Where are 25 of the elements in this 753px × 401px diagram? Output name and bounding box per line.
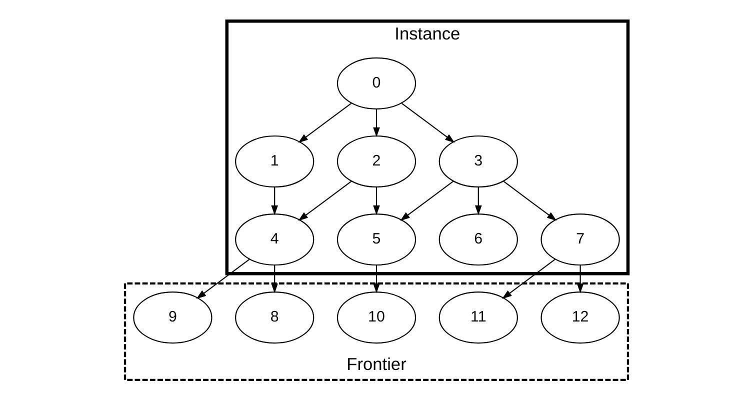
arrow xyxy=(373,265,380,294)
arrow xyxy=(474,186,482,216)
node-ellipse: 9 xyxy=(133,292,212,344)
arrow xyxy=(298,180,352,221)
arrow xyxy=(502,258,556,299)
arrow xyxy=(373,186,380,216)
arrow xyxy=(271,265,278,294)
arrow xyxy=(196,258,250,299)
node-ellipse: 12 xyxy=(540,292,620,344)
arrow xyxy=(271,186,278,216)
arrow xyxy=(373,108,380,138)
node-ellipse: 4 xyxy=(235,214,314,266)
arrow xyxy=(576,265,584,294)
node-ellipse: 2 xyxy=(336,135,416,188)
arrow xyxy=(401,102,455,143)
node-ellipse: 5 xyxy=(336,214,416,266)
node-ellipse: 0 xyxy=(336,57,416,110)
node-ellipse: 8 xyxy=(235,292,314,344)
node-ellipse: 10 xyxy=(336,292,416,344)
arrow xyxy=(503,180,557,221)
arrow xyxy=(298,102,352,143)
node-ellipse: 11 xyxy=(438,292,518,344)
node-ellipse: 6 xyxy=(438,214,518,266)
node-ellipse: 7 xyxy=(540,214,620,266)
arrow xyxy=(400,180,454,221)
